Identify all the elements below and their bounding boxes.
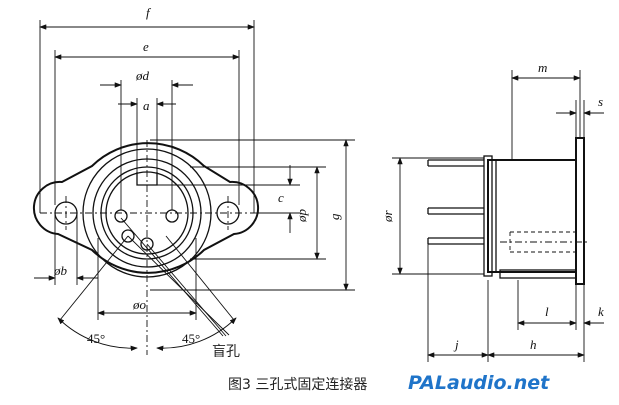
pin-middle (427, 207, 484, 215)
pin-top (427, 159, 484, 167)
connector-body (487, 159, 577, 273)
label-s: s (598, 94, 603, 109)
label-j: j (453, 337, 459, 352)
side-view (392, 70, 604, 362)
pin-right (165, 209, 179, 223)
label-k: k (598, 304, 604, 319)
figure-caption: 图3 三孔式固定连接器 (228, 376, 367, 393)
label-g: g (327, 213, 342, 220)
label-c: c (278, 190, 284, 205)
label-a: a (143, 98, 150, 113)
watermark: PALaudio.net (408, 372, 550, 394)
bottom-shell (499, 269, 577, 279)
label-f: f (146, 5, 152, 20)
label-d: ød (135, 68, 150, 83)
label-h: h (530, 337, 537, 352)
pin-bottom-left (121, 229, 135, 243)
label-b: øb (53, 263, 68, 278)
pin-left (114, 209, 128, 223)
label-e: e (143, 39, 149, 54)
pin-bottom-side (427, 237, 484, 245)
label-m: m (538, 60, 547, 75)
label-l: l (545, 304, 549, 319)
front-view (33, 20, 355, 355)
label-o: øo (132, 297, 147, 312)
label-blind-hole: 盲孔 (212, 343, 240, 360)
label-p: øp (294, 209, 309, 224)
body-flange-left (483, 155, 493, 277)
label-r: ør (380, 210, 395, 224)
label-angle-right: 45° (182, 331, 200, 346)
front-flange (575, 137, 585, 285)
flange-outline (33, 142, 259, 274)
label-angle-left: 45° (87, 331, 105, 346)
